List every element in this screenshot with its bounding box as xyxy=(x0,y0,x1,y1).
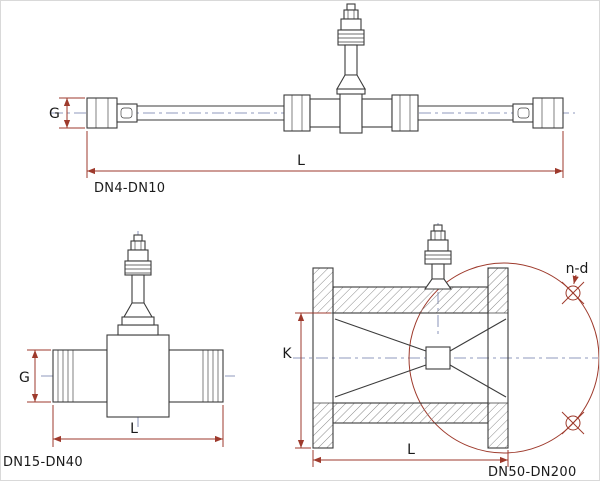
sensor-assembly xyxy=(423,224,453,290)
dimension-l-bottom-left: L xyxy=(52,405,224,447)
dimension-g-bottom-left: G xyxy=(19,349,51,403)
dimension-l-top: L xyxy=(86,131,564,178)
sensor-assembly xyxy=(336,3,366,95)
bolt-hole-bottom xyxy=(565,415,581,431)
dimension-nd: n-d xyxy=(566,261,589,285)
dim-label-nd: n-d xyxy=(566,261,589,277)
caption-dn15-dn40: DN15-DN40 xyxy=(3,455,83,470)
dimension-k: K xyxy=(282,312,331,449)
right-threaded-fitting xyxy=(168,349,224,403)
dim-label-l: L xyxy=(130,421,138,437)
bolt-hole-top xyxy=(565,285,581,301)
caption-dn4-dn10: DN4-DN10 xyxy=(94,181,165,196)
meter-body xyxy=(283,92,419,134)
dimension-l-bottom-right: L xyxy=(312,442,509,467)
dim-label-g: G xyxy=(19,370,30,386)
dim-label-l: L xyxy=(407,442,415,458)
view-dn4-dn10: G L DN4-DN10 xyxy=(49,3,575,196)
dimension-g-top: G xyxy=(49,97,85,129)
left-end-fitting xyxy=(86,97,138,129)
left-flange xyxy=(312,267,334,449)
meter-body xyxy=(106,324,170,418)
dim-label-g: G xyxy=(49,106,60,122)
view-dn15-dn40: G L DN15-DN40 xyxy=(3,231,235,470)
bolt-circle xyxy=(408,262,599,454)
right-flange xyxy=(487,267,509,449)
left-threaded-fitting xyxy=(52,349,108,403)
dim-label-k: K xyxy=(282,346,292,362)
caption-dn50-dn200: DN50-DN200 xyxy=(488,465,577,480)
right-end-fitting xyxy=(512,97,564,129)
internal-turbine xyxy=(334,318,507,398)
view-dn50-dn200: n-d K L DN50-DN200 xyxy=(282,223,599,480)
housing-section xyxy=(313,286,508,424)
dim-label-l: L xyxy=(297,153,305,169)
sensor-assembly xyxy=(121,234,155,326)
